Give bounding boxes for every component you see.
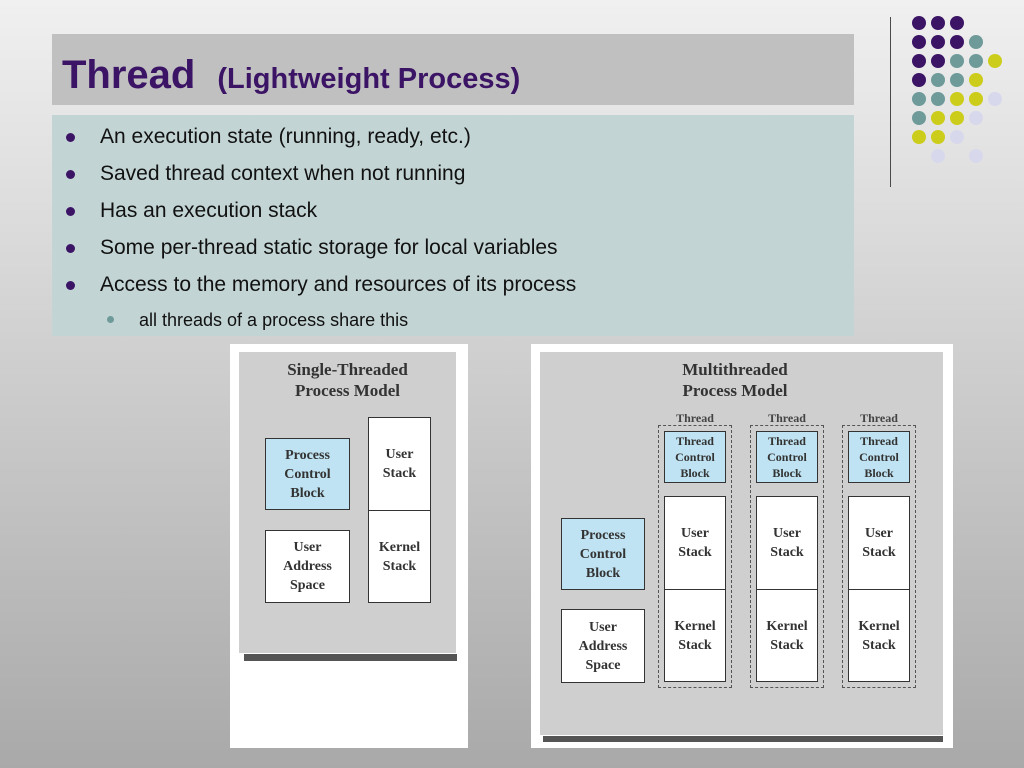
user-stack: User Stack bbox=[664, 496, 726, 590]
bullet-icon bbox=[66, 133, 75, 142]
kernel-stack: Kernel Stack bbox=[756, 589, 818, 682]
thread-label: Thread bbox=[676, 411, 714, 425]
kernel-stack: Kernel Stack bbox=[664, 589, 726, 682]
kernel-stack: Kernel Stack bbox=[368, 510, 431, 603]
process-control-block: Process Control Block bbox=[265, 438, 350, 510]
decorative-dot bbox=[931, 92, 945, 106]
decorative-dot bbox=[988, 92, 1002, 106]
decorative-dot bbox=[969, 149, 983, 163]
decorative-dot bbox=[931, 130, 945, 144]
bullet-item: Access to the memory and resources of it… bbox=[66, 272, 577, 298]
thread-control-block: Thread Control Block bbox=[756, 431, 818, 483]
bullet-text: Saved thread context when not running bbox=[100, 162, 466, 185]
decorative-dot bbox=[931, 111, 945, 125]
slide-title-subtitle: (Lightweight Process) bbox=[217, 63, 521, 95]
decorative-dot bbox=[950, 130, 964, 144]
thread-label: Thread bbox=[860, 411, 898, 425]
thread-boundary bbox=[658, 425, 732, 688]
decorative-dot bbox=[950, 92, 964, 106]
sub-bullet-item: all threads of a process share this bbox=[107, 309, 409, 331]
figure-shadow bbox=[543, 736, 943, 742]
bullet-text: An execution state (running, ready, etc.… bbox=[100, 125, 471, 148]
decorative-dot bbox=[912, 111, 926, 125]
thread-boundary bbox=[842, 425, 916, 688]
decorative-dot bbox=[969, 92, 983, 106]
bullet-icon bbox=[66, 207, 75, 216]
user-address-space: User Address Space bbox=[265, 530, 350, 603]
user-address-space: User Address Space bbox=[561, 609, 645, 683]
decorative-dot bbox=[969, 35, 983, 49]
decorative-dot bbox=[969, 111, 983, 125]
decorative-dot bbox=[912, 73, 926, 87]
decorative-dot bbox=[931, 16, 945, 30]
bullet-icon bbox=[66, 281, 75, 290]
user-stack: User Stack bbox=[756, 496, 818, 590]
thread-label: Thread bbox=[768, 411, 806, 425]
bullet-icon bbox=[66, 170, 75, 179]
slide-title: Thread (Lightweight Process) bbox=[62, 52, 520, 102]
figure-shadow bbox=[244, 654, 457, 661]
bullet-item: An execution state (running, ready, etc.… bbox=[66, 124, 471, 150]
decorative-dot bbox=[950, 73, 964, 87]
decorative-dot bbox=[950, 16, 964, 30]
bullet-icon bbox=[66, 244, 75, 253]
user-stack: User Stack bbox=[368, 417, 431, 511]
multi-model-title: Multithreaded Process Model bbox=[682, 360, 788, 400]
content-band bbox=[52, 115, 854, 336]
decorative-dot bbox=[969, 54, 983, 68]
bullet-item: Some per-thread static storage for local… bbox=[66, 235, 558, 261]
sub-bullet-text: all threads of a process share this bbox=[139, 310, 409, 330]
bullet-text: Has an execution stack bbox=[100, 199, 318, 222]
bullet-item: Saved thread context when not running bbox=[66, 161, 466, 187]
sub-bullet-icon bbox=[107, 316, 114, 323]
decorative-dot bbox=[988, 54, 1002, 68]
single-model-title: Single-Threaded Process Model bbox=[287, 360, 408, 400]
thread-control-block: Thread Control Block bbox=[848, 431, 910, 483]
decorative-dot bbox=[912, 54, 926, 68]
decorative-dot bbox=[912, 35, 926, 49]
decorative-dot bbox=[950, 54, 964, 68]
decorative-dot bbox=[969, 73, 983, 87]
decorative-dot bbox=[931, 73, 945, 87]
user-stack: User Stack bbox=[848, 496, 910, 590]
process-control-block: Process Control Block bbox=[561, 518, 645, 590]
slide-title-main: Thread bbox=[62, 53, 196, 97]
decorative-dot bbox=[931, 35, 945, 49]
decorative-dot bbox=[931, 54, 945, 68]
bullet-text: Access to the memory and resources of it… bbox=[100, 273, 577, 296]
bullet-item: Has an execution stack bbox=[66, 198, 318, 224]
thread-control-block: Thread Control Block bbox=[664, 431, 726, 483]
decorative-dot bbox=[931, 149, 945, 163]
kernel-stack: Kernel Stack bbox=[848, 589, 910, 682]
decorative-dot bbox=[912, 130, 926, 144]
decorative-dot bbox=[950, 111, 964, 125]
decorative-dot bbox=[912, 92, 926, 106]
bullet-text: Some per-thread static storage for local… bbox=[100, 236, 558, 259]
vertical-divider bbox=[890, 17, 891, 187]
thread-boundary bbox=[750, 425, 824, 688]
title-band bbox=[52, 34, 854, 105]
decorative-dot bbox=[912, 16, 926, 30]
decorative-dot bbox=[950, 35, 964, 49]
decorative-dot-grid bbox=[912, 16, 1002, 163]
